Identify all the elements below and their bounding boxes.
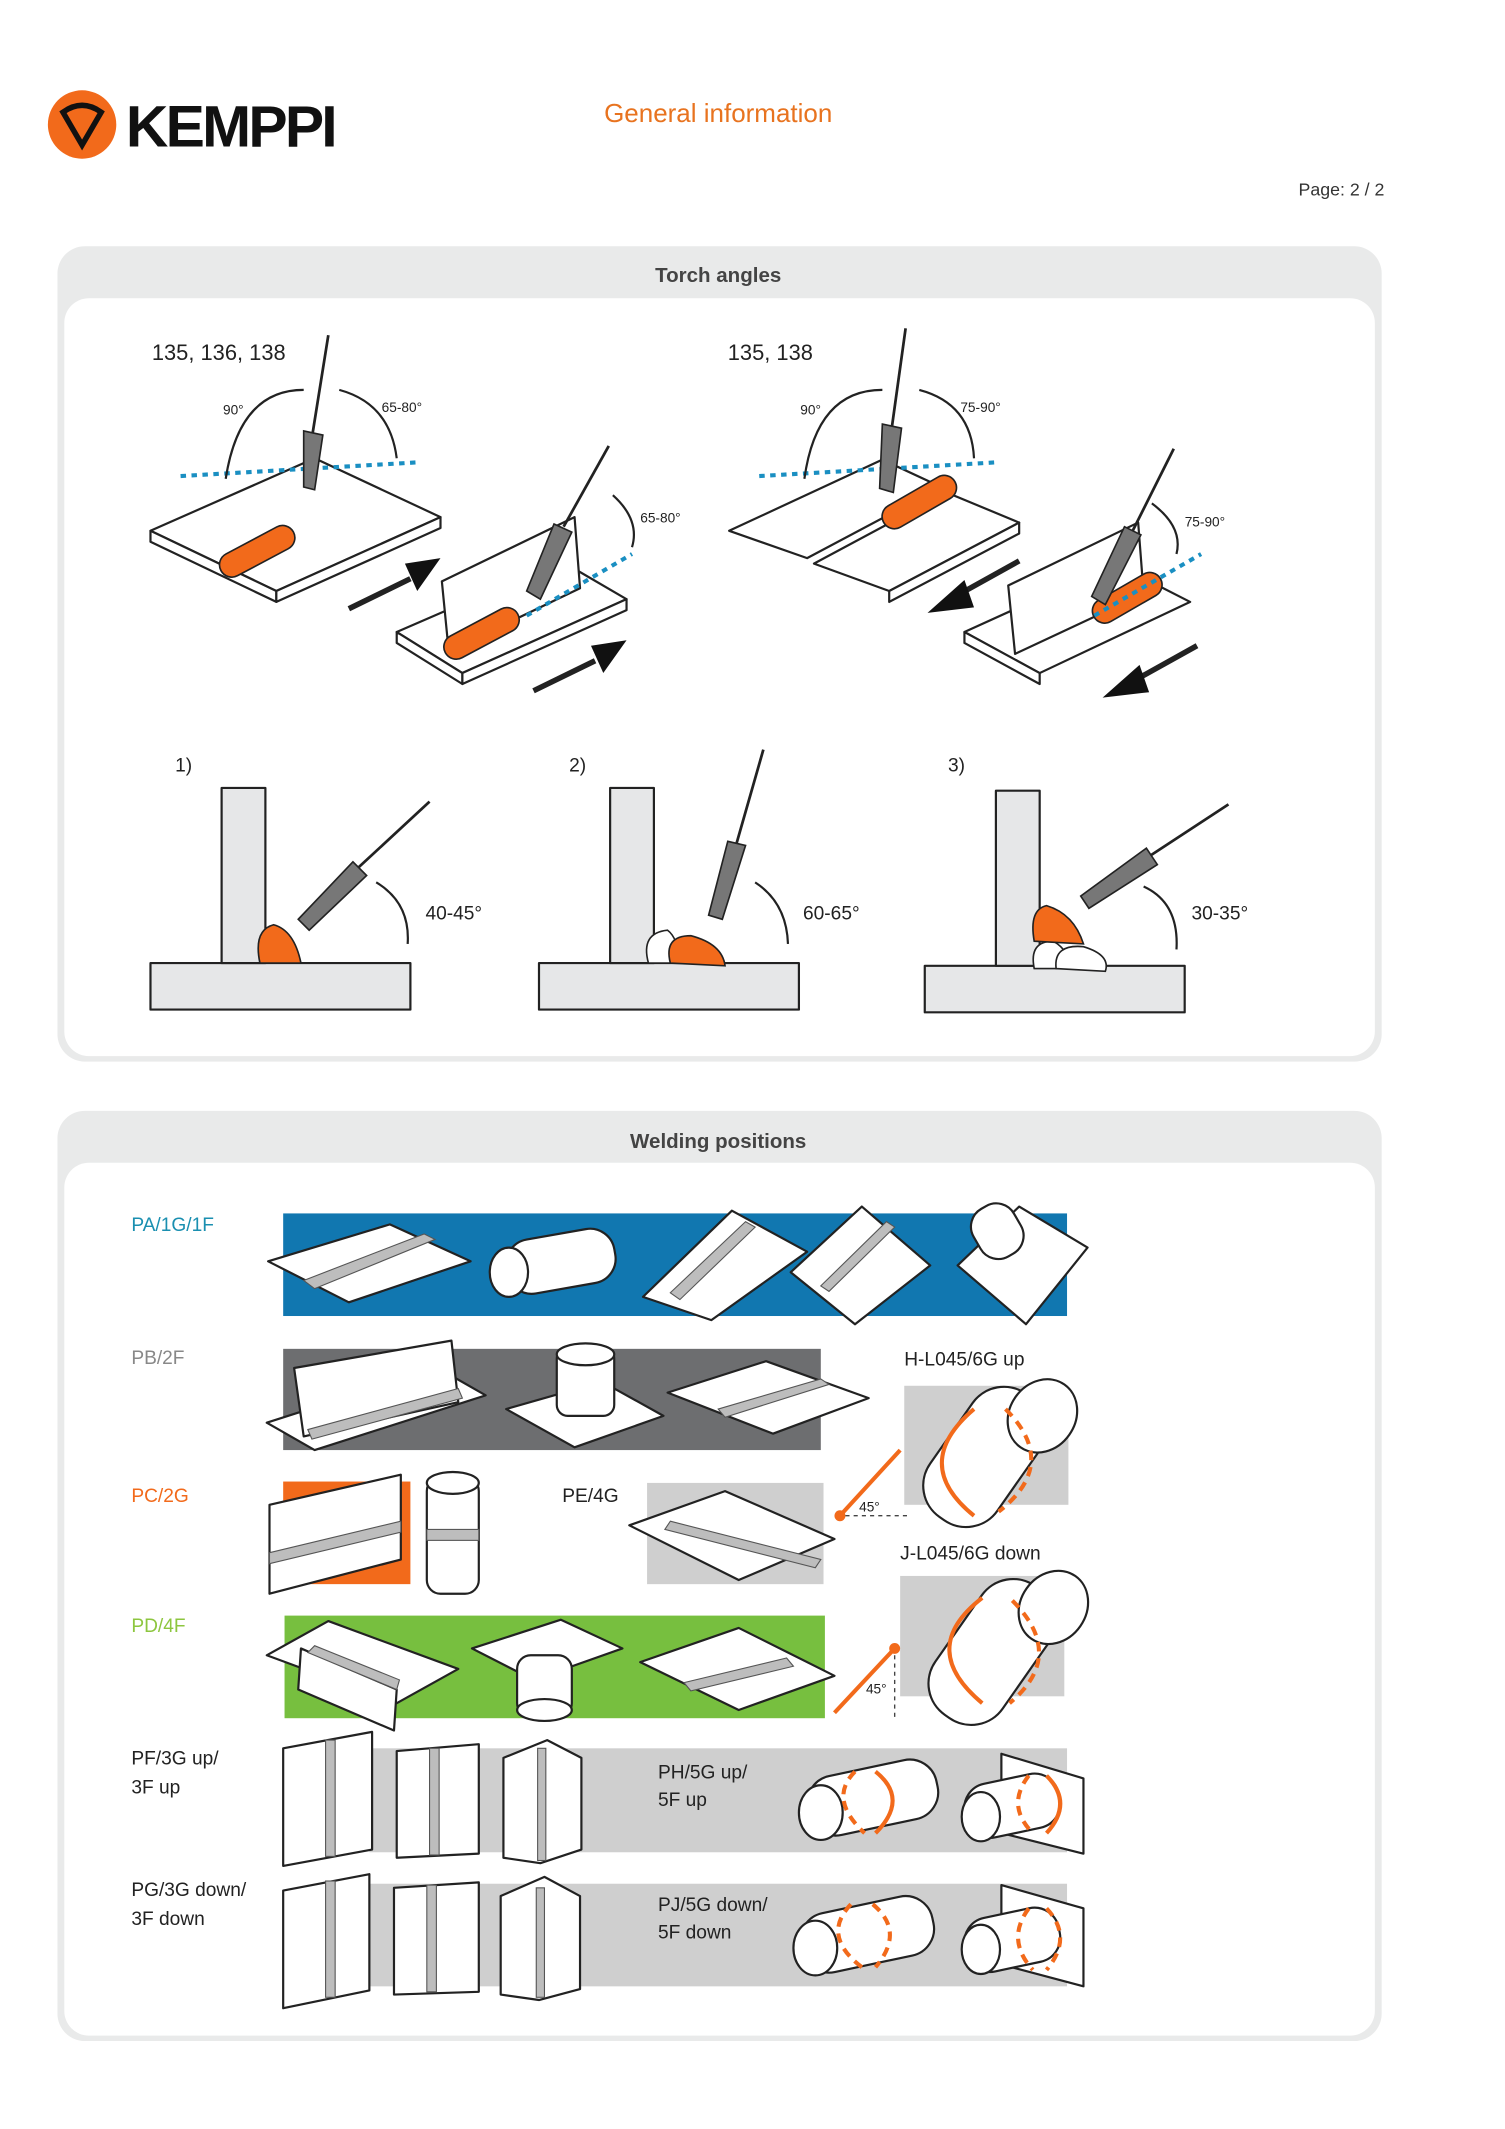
document-title: General information [604,98,832,128]
position-label: 3F down [131,1909,204,1930]
position-label: PJ/5G down/ [658,1895,768,1916]
direction-arrow-icon [927,580,975,613]
angle-label: 75-90° [960,400,1000,415]
position-pf-ph: PF/3G up/ 3F up PH/5G up/ 5F up [131,1730,1085,1868]
position-6g: H-L045/6G up 45° J-L045/6G down 45° [832,1349,1090,1727]
position-label: 5F up [658,1790,707,1811]
direction-arrow-icon [404,558,441,591]
kemppi-logo: KEMPPI [47,90,338,159]
panel-title: Torch angles [655,264,781,287]
torch-icon [302,429,324,491]
brand-name: KEMPPI [126,94,335,159]
angle-label: 40-45° [425,903,482,924]
position-pe: PE/4G [562,1482,836,1585]
position-label: 3F up [131,1777,180,1798]
angle-label: 90° [800,403,821,418]
process-label: 135, 138 [728,340,813,365]
position-pd: PD/4F [131,1615,836,1732]
direction-arrow-icon [1102,664,1150,698]
angle-label: 60-65° [803,903,860,924]
pass-number: 3) [948,756,965,777]
pass-number: 2) [569,756,586,777]
position-label: H-L045/6G up [904,1349,1024,1370]
position-label: PB/2F [131,1348,184,1369]
logo-torch-icon [59,102,105,151]
position-pa: PA/1G/1F [131,1202,1089,1326]
position-label: 5F down [658,1922,731,1943]
angle-label: 75-90° [1185,515,1225,530]
angle-label: 45° [859,1500,880,1515]
position-label: PG/3G down/ [131,1880,247,1901]
page-indicator: Page: 2 / 2 [1298,180,1384,200]
logo-circle-icon [47,90,117,159]
position-label: PA/1G/1F [131,1215,214,1236]
position-label: PE/4G [562,1486,618,1507]
pass-number: 1) [175,756,192,777]
position-pc: PC/2G [131,1470,480,1595]
pass-diagram-2: 2) 60-65° [537,749,860,1011]
angle-label: 65-80° [382,400,422,415]
position-label: J-L045/6G down [900,1544,1040,1565]
panel-title: Welding positions [630,1130,806,1153]
position-label: PF/3G up/ [131,1749,219,1770]
process-label: 135, 136, 138 [152,340,286,365]
torch-diagram-group-1: 135, 136, 138 90° 65-80° 65-80° [149,334,681,694]
position-label: PC/2G [131,1486,188,1507]
angle-label: 90° [223,403,244,418]
pass-diagram-1: 1) 40-45° [149,756,482,1011]
pass-diagram-3: 3) 30-35° [923,756,1249,1014]
position-label: PD/4F [131,1616,185,1637]
position-pg-pj: PG/3G down/ 3F down PJ/5G down/ 5F down [131,1873,1085,2010]
angle-label: 65-80° [640,511,680,526]
welding-positions-panel: Welding positions PA/1G/1F PB/2F PC/2G [57,1110,1382,2042]
torch-diagram-group-2: 135, 138 90° 75-90° 75-90° [728,328,1225,698]
angle-label: 30-35° [1192,903,1249,924]
direction-arrow-icon [590,640,627,674]
position-pb: PB/2F [131,1339,870,1452]
torch-angles-panel: Torch angles 135, 136, 138 90° 65-80° 65… [57,246,1382,1062]
angle-label: 45° [866,1682,887,1697]
position-label: PH/5G up/ [658,1762,748,1783]
